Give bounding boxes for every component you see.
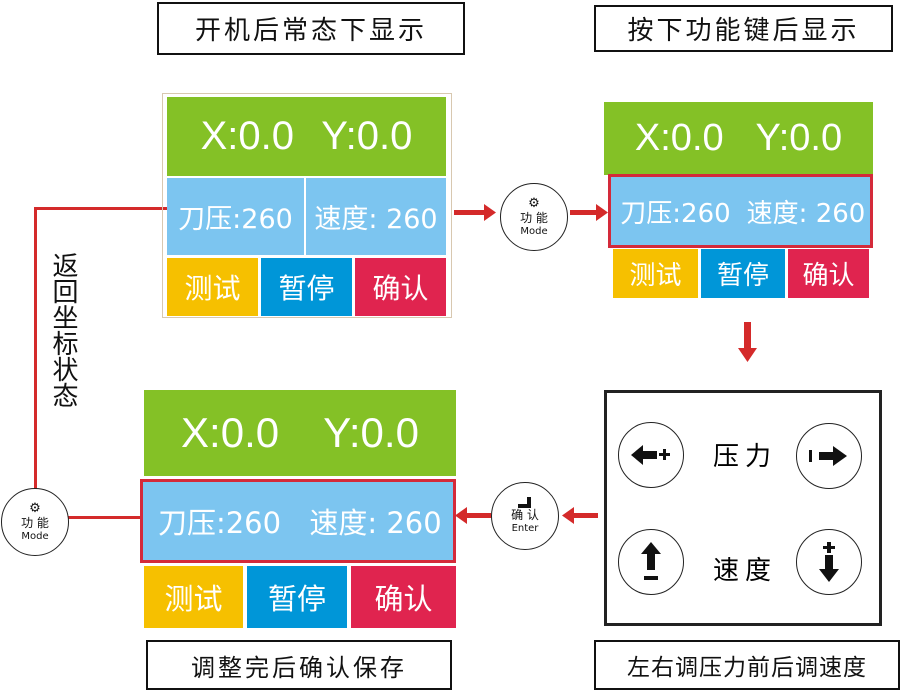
confirm-button[interactable]: 确认 [351,566,456,628]
arrow-left-plus-icon [631,445,670,465]
panel-normal [162,93,452,318]
coord-display: X:0.0 Y:0.0 [604,102,873,175]
coord-display: X:0.0 Y:0.0 [167,97,446,176]
speed-display: 速度: 260 [306,178,446,255]
mode-key[interactable]: ⚙ 功 能 Mode [1,488,69,556]
up-minus-key[interactable] [618,529,684,595]
y-coord: Y:0.0 [755,117,843,159]
pause-button[interactable]: 暂停 [701,249,785,298]
label-save: 调整完后确认保存 [146,640,452,690]
mode-to-panel3-line [68,516,142,519]
label-normal: 开机后常态下显示 [157,2,465,55]
mode-key-sublabel: Mode [21,530,49,542]
mode-key-sublabel: Mode [520,225,548,237]
return-line-horizontal [34,207,167,210]
speed-label: 速度 [712,556,777,586]
enter-key-sublabel: Enter [511,523,539,535]
return-label: 返回坐标状态 [48,252,78,408]
arrow-down-icon [738,322,757,362]
label-after-mode: 按下功能键后显示 [594,5,893,52]
test-button[interactable]: 测试 [144,566,243,628]
x-coord: X:0.0 [634,117,724,159]
pause-button[interactable]: 暂停 [247,566,347,628]
arrow-down-plus-icon [819,542,839,582]
arrow-up-minus-icon [641,542,661,580]
arrow-right-minus-icon [809,446,847,466]
coord-display: X:0.0 Y:0.0 [144,390,456,476]
pressure-display: 刀压:260 [167,178,304,255]
enter-key-label: 确 认 [511,508,539,523]
y-coord: Y:0.0 [321,114,413,158]
y-coord: Y:0.0 [323,409,419,456]
pressure-label: 压力 [712,442,777,472]
arrow-right-icon [454,204,496,221]
x-coord: X:0.0 [181,409,280,456]
test-button[interactable]: 测试 [613,249,698,298]
test-button[interactable]: 测试 [167,258,258,316]
mode-key-label: 功 能 [21,515,49,530]
confirm-button[interactable]: 确认 [355,258,446,316]
pressure-display: 刀压:260 [611,177,740,245]
gear-icon: ⚙ [29,500,41,516]
enter-icon [518,497,531,509]
pause-button[interactable]: 暂停 [261,258,352,316]
arrow-left-icon [455,507,491,524]
mode-key[interactable]: ⚙ 功 能 Mode [500,183,568,251]
gear-icon: ⚙ [528,195,540,211]
speed-display: 速度: 260 [298,482,453,560]
enter-key[interactable]: 确 认 Enter [491,482,559,550]
arrow-left-icon [562,507,598,524]
right-minus-key[interactable] [796,423,862,489]
mode-key-label: 功 能 [520,210,548,225]
arrow-right-icon [570,204,608,221]
keypad-panel [604,390,882,626]
pressure-display: 刀压:260 [143,482,296,560]
left-plus-key[interactable] [618,422,684,488]
confirm-button[interactable]: 确认 [788,249,869,298]
x-coord: X:0.0 [200,114,294,158]
down-plus-key[interactable] [796,529,862,595]
speed-display: 速度: 260 [742,177,870,245]
label-adjust: 左右调压力前后调速度 [594,640,900,690]
return-line-vertical [34,207,37,489]
